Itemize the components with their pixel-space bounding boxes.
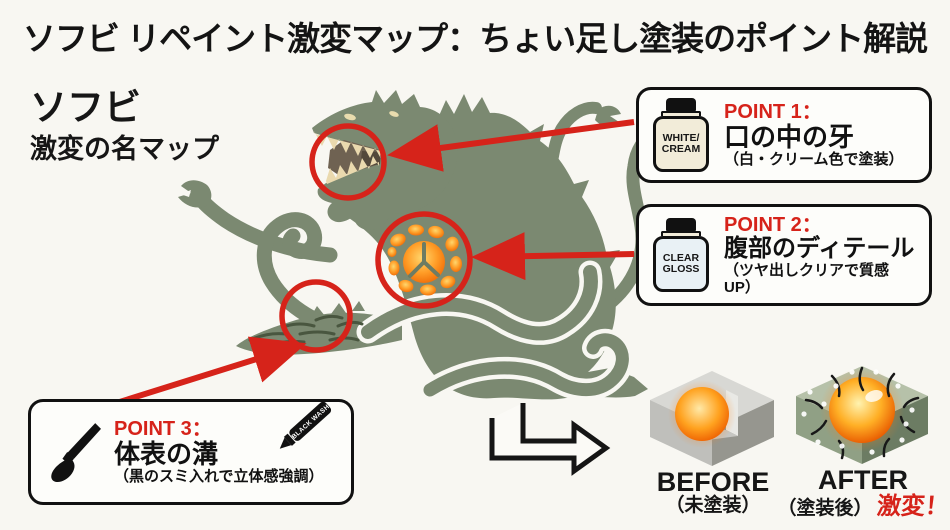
circle-belly <box>375 211 473 309</box>
jar-label-line1: CLEAR <box>662 251 700 264</box>
jar-cap <box>666 98 696 111</box>
page-title: ソフビ リペイント激変マップ：ちょい足し塗装のポイント解説 <box>22 20 928 57</box>
point2-note: （ツヤ出しクリアで質感UP） <box>724 261 890 296</box>
paint-jar-icon: CLEAR GLOSS <box>651 218 711 292</box>
arrow-point2 <box>471 232 635 281</box>
after-title: AFTER <box>818 465 908 495</box>
before-sub: （未塗装） <box>665 495 761 517</box>
jar-neck <box>661 111 701 116</box>
after-label: AFTER （塗装後） 激変！ <box>778 465 950 521</box>
before-label: BEFORE （未塗装） <box>643 468 783 516</box>
jar-label-line2: GLOSS <box>662 263 700 275</box>
after-speckles <box>801 369 915 455</box>
before-title: BEFORE <box>656 467 770 497</box>
point3-heading: 体表の溝 <box>114 439 219 470</box>
paint-jar-icon: WHITE/ CREAM <box>651 98 711 172</box>
circle-tail <box>279 279 353 353</box>
after-sub-row: （塗装後） 激変！ <box>778 493 950 520</box>
paint-brush-icon <box>51 423 101 483</box>
belly-glow <box>387 224 462 296</box>
after-sub: （塗装後） <box>777 498 873 520</box>
point3-note: （黒のスミ入れで立体感強調） <box>114 468 324 486</box>
jar-label: WHITE/ CREAM <box>653 116 709 172</box>
point1-tag: POINT 1： <box>724 100 822 123</box>
monster-silhouette <box>178 90 661 401</box>
point3-tag: POINT 3： <box>114 417 212 440</box>
map-label-line1: ソフビ <box>30 87 141 128</box>
point1-text: POINT 1： 口の中の牙 （白・クリーム色で塗装） <box>724 101 904 169</box>
jar-cap <box>666 218 696 231</box>
map-label: ソフビ 激変の名マップ <box>30 87 219 164</box>
arrow-point1 <box>387 119 635 172</box>
jar-neck <box>661 231 701 236</box>
jar-label-line1: WHITE/ <box>662 131 700 144</box>
after-highlight: 激変！ <box>875 493 950 521</box>
flow-arrow-icon <box>489 403 611 476</box>
after-cracks <box>804 366 920 460</box>
jar-label-line2: CREAM <box>661 143 701 155</box>
annotation-circles <box>279 123 473 353</box>
after-cube <box>796 366 928 464</box>
point2-tag: POINT 2： <box>724 213 822 236</box>
point3-callout: POINT 3： 体表の溝 （黒のスミ入れで立体感強調） BLACK WASH <box>28 399 354 505</box>
point2-callout: CLEAR GLOSS POINT 2： 腹部のディテール （ツヤ出しクリアで質… <box>636 204 932 306</box>
point1-note: （白・クリーム色で塗装） <box>724 151 904 169</box>
before-cube <box>650 371 774 466</box>
point2-text: POINT 2： 腹部のディテール （ツヤ出しクリアで質感UP） <box>724 214 917 297</box>
circle-mouth <box>309 123 387 201</box>
point1-heading: 口の中の牙 <box>724 122 855 153</box>
point3-text: POINT 3： 体表の溝 （黒のスミ入れで立体感強調） <box>114 418 324 486</box>
point2-heading: 腹部のディテール <box>724 234 915 262</box>
jar-label: CLEAR GLOSS <box>653 236 709 292</box>
point1-callout: WHITE/ CREAM POINT 1： 口の中の牙 （白・クリーム色で塗装） <box>636 87 932 183</box>
map-label-line2: 激変の名マップ <box>30 133 219 164</box>
